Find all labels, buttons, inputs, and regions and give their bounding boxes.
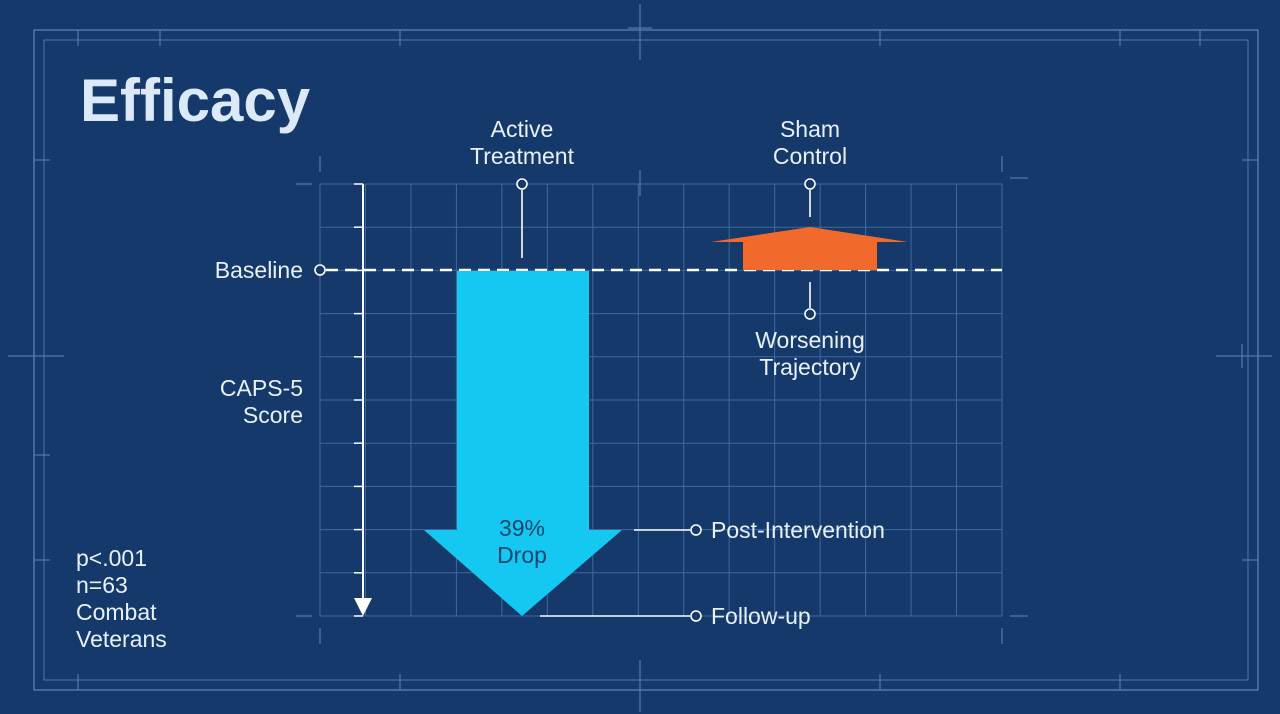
active-treatment-label-line1: Active: [490, 116, 554, 142]
follow-up-label: Follow-up: [711, 603, 811, 629]
callout-leaders: [516, 178, 816, 622]
sham-control-arrow: [711, 227, 908, 270]
baseline-label: Baseline: [214, 257, 303, 283]
caps5-axis: [354, 184, 372, 616]
axis-label-line2: Score: [242, 402, 303, 428]
baseline-marker: [314, 264, 326, 276]
stat-population-line2: Veterans: [76, 626, 167, 652]
worsening-label-line2: Trajectory: [759, 354, 861, 380]
page-title: Efficacy: [80, 67, 311, 134]
stat-population-line1: Combat: [76, 599, 157, 625]
grid-corner-ticks: [296, 156, 1028, 644]
sham-control-label-line1: Sham: [779, 116, 841, 142]
stat-p-value: p<.001: [76, 545, 147, 571]
drop-word-label: Drop: [497, 542, 547, 568]
stat-sample-size: n=63: [76, 572, 128, 598]
drop-percent-label: 39%: [498, 515, 546, 541]
worsening-label-line1: Worsening: [755, 327, 865, 353]
post-intervention-label: Post-Intervention: [711, 517, 885, 543]
axis-ticks: [354, 183, 363, 617]
frame-ticks: [8, 4, 1272, 712]
active-treatment-arrow: [424, 271, 622, 616]
chart-grid: [319, 183, 1003, 617]
axis-label-line1: CAPS-5: [219, 375, 303, 401]
sham-control-label-line2: Control: [772, 143, 848, 169]
active-treatment-label-line2: Treatment: [470, 143, 574, 169]
